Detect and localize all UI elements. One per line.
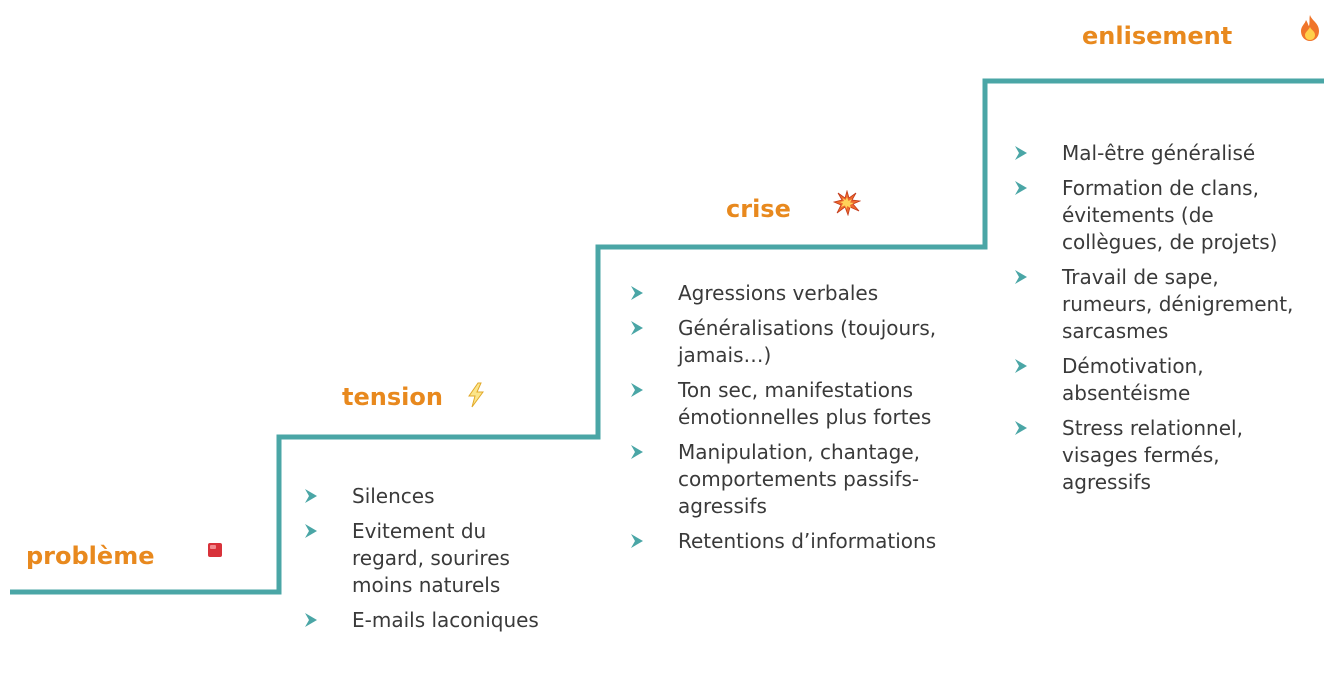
arrow-bullet-icon [631, 286, 643, 300]
list-item: Silences [300, 483, 545, 510]
list-item: E-mails laconiques [300, 607, 545, 634]
arrow-bullet-icon [305, 489, 317, 503]
lightning-icon [468, 382, 484, 408]
list-item: Evitement du regard, sourires moins natu… [300, 518, 545, 599]
arrow-bullet-icon [631, 321, 643, 335]
arrow-bullet-icon [305, 613, 317, 627]
list-item: Stress relationnel, visages fermés, agre… [1010, 415, 1310, 496]
list-item: Démotivation, absentéisme [1010, 353, 1310, 407]
stage-title-crise: crise [726, 195, 791, 223]
red-square-icon [208, 543, 222, 557]
list-item: Travail de sape, rumeurs, dénigrement, s… [1010, 264, 1310, 345]
arrow-bullet-icon [631, 534, 643, 548]
list-item: Manipulation, chantage, comportements pa… [626, 439, 978, 520]
arrow-bullet-icon [631, 445, 643, 459]
arrow-bullet-icon [1015, 181, 1027, 195]
crise-bullet-list: Agressions verbales Généralisations (tou… [626, 280, 978, 563]
arrow-bullet-icon [1015, 146, 1027, 160]
arrow-bullet-icon [305, 524, 317, 538]
list-item: Retentions d’informations [626, 528, 978, 555]
list-item: Agressions verbales [626, 280, 978, 307]
arrow-bullet-icon [1015, 421, 1027, 435]
list-item: Formation de clans, évitements (de collè… [1010, 175, 1310, 256]
stage-title-tension: tension [342, 383, 443, 411]
fire-icon [1301, 15, 1319, 41]
arrow-bullet-icon [1015, 270, 1027, 284]
enlisement-bullet-list: Mal-être généralisé Formation de clans, … [1010, 140, 1310, 504]
stage-title-enlisement: enlisement [1082, 22, 1233, 50]
arrow-bullet-icon [1015, 359, 1027, 373]
list-item: Ton sec, manifestations émotionnelles pl… [626, 377, 978, 431]
tension-bullet-list: Silences Evitement du regard, sourires m… [300, 483, 545, 642]
list-item: Généralisations (toujours, jamais…) [626, 315, 978, 369]
explosion-icon [833, 190, 861, 216]
list-item: Mal-être généralisé [1010, 140, 1310, 167]
arrow-bullet-icon [631, 383, 643, 397]
stage-title-probleme: problème [26, 542, 155, 570]
